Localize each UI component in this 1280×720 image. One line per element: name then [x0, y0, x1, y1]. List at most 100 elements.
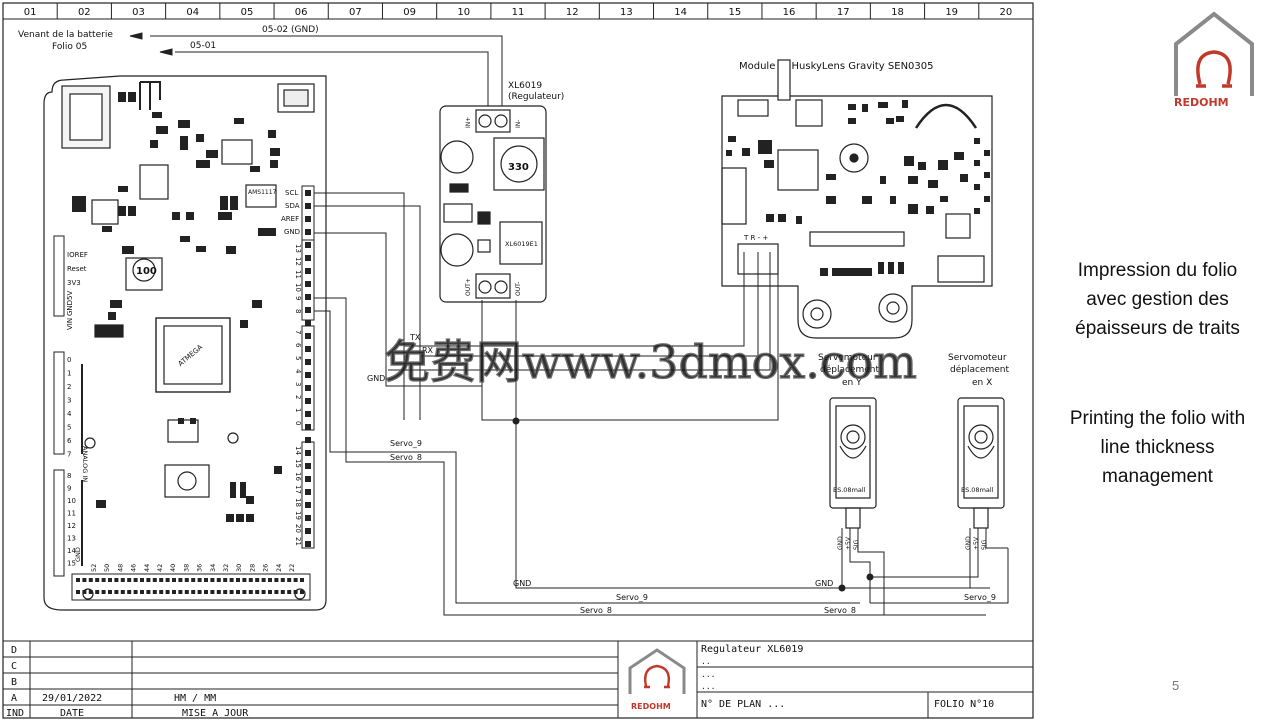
wire-label-01-in: 05-01: [190, 41, 216, 51]
column-label: 14: [674, 7, 687, 18]
column-label: 15: [728, 7, 741, 18]
col-ind: IND: [6, 708, 24, 719]
bottom-pin-label: 52: [90, 564, 98, 572]
column-label: 03: [132, 7, 145, 18]
comm-pin-label: 20: [294, 524, 302, 533]
servo-y-title-l2: déplacement: [820, 364, 879, 375]
digital-pin-label: 2: [294, 395, 302, 399]
analog-title: ANALOG IN: [81, 446, 89, 482]
rev-row-c: C: [11, 661, 17, 672]
power-label-gnd: GND: [66, 300, 74, 316]
servo-y-model: ES.08mall: [833, 486, 866, 494]
column-label: 20: [1000, 7, 1013, 18]
servo-y-pin-5v: +5V: [845, 536, 852, 550]
column-label: 09: [403, 7, 416, 18]
wire-label-servo8-bottom-right: Servo_8: [824, 606, 856, 615]
digital-pin-label: 7: [294, 330, 302, 334]
side-en-line1: Printing the folio with: [1069, 408, 1246, 429]
bottom-pin-label: 24: [275, 564, 283, 572]
regulator-ic-mark: XL6019E1: [505, 240, 538, 248]
rev-row-a: A: [11, 693, 17, 704]
servo-y-title-l3: en Y: [842, 378, 862, 388]
desc-line1: Regulateur XL6019: [701, 644, 803, 655]
regulator-inductor-mark: 330: [508, 162, 529, 173]
title-block-logo-text: REDOHM: [631, 702, 671, 711]
digital-pin-label: 4: [294, 369, 302, 374]
analog-pin-label: 7: [67, 451, 71, 459]
slide-number: 5: [1172, 678, 1180, 693]
wire-label-gnd-in: 05-02 (GND): [262, 25, 319, 35]
battery-wires: [129, 32, 503, 116]
plan-number: N° DE PLAN ...: [701, 699, 785, 710]
bottom-pin-label: 42: [156, 564, 164, 572]
column-label: 13: [620, 7, 633, 18]
col-update: MISE A JOUR: [182, 708, 249, 719]
comm-pin-label: 17: [294, 485, 302, 494]
comm-pin-label: 15: [294, 459, 302, 468]
bottom-pin-label: 36: [196, 564, 204, 572]
comm-pin-label: 21: [294, 537, 302, 546]
bottom-pin-label: 26: [262, 564, 270, 572]
huskylens-small-components: [726, 100, 990, 276]
analog-pin-label: 4: [67, 410, 72, 418]
arduino-mega-board: [43, 75, 327, 611]
analog-pin-label: 10: [67, 497, 76, 505]
arduino-inductor-mark: 100: [136, 266, 157, 277]
side-fr-line1: Impression du folio: [1077, 260, 1238, 281]
bottom-pin-label: 32: [222, 564, 230, 572]
side-en-line3: management: [1102, 466, 1213, 487]
rev-row-a-date: 29/01/2022: [42, 693, 102, 704]
analog-pin-label: 14: [67, 547, 76, 555]
comm-pin-label: 19: [294, 511, 302, 520]
power-label-vin: VIN: [66, 318, 74, 330]
wire-label-gnd-left: GND: [367, 374, 385, 383]
side-text-french: Impression du folio avec gestion des épa…: [1040, 256, 1275, 343]
sheet-frame: [2, 2, 1034, 719]
title-block-logo: REDOHM: [628, 648, 686, 711]
analog-pin-label: 11: [67, 510, 76, 518]
digital-pin-label: 13: [294, 244, 302, 253]
side-en-line2: line thickness: [1100, 437, 1215, 458]
servo-x-title-l3: en X: [972, 378, 992, 388]
digital-pin-label: 0: [294, 421, 302, 425]
side-fr-line3: épaisseurs de traits: [1075, 318, 1240, 339]
bottom-pin-label: 30: [235, 564, 243, 572]
column-label: 18: [891, 7, 904, 18]
wire-label-tx: TX: [409, 333, 421, 342]
rev-row-b: B: [11, 677, 17, 688]
column-label: 01: [24, 7, 37, 18]
power-label-ioref: IOREF: [67, 251, 88, 259]
column-label: 17: [837, 7, 850, 18]
huskylens-board: [721, 59, 993, 339]
bottom-pin-label: 50: [103, 564, 111, 572]
watermark: 免费网www.3dmox.com: [384, 335, 917, 389]
servo-x-model: ES.08mall: [961, 486, 994, 494]
col-date: DATE: [60, 708, 84, 719]
servo-y-pin-gnd: GND: [837, 536, 844, 550]
analog-pin-label: 13: [67, 535, 76, 543]
column-label: 11: [512, 7, 525, 18]
bottom-pin-label: 40: [169, 564, 177, 572]
bottom-gnd-label: GND: [74, 547, 82, 562]
column-label: 06: [295, 7, 308, 18]
arduino-left-headers: [53, 235, 83, 577]
regulator-out-plus: OUT+: [465, 278, 472, 296]
digital-pin-label: 1: [294, 408, 302, 412]
redohm-logo: REDOHM: [1174, 11, 1254, 109]
wire-label-servo8: Servo_8: [390, 453, 422, 462]
wire-label-rx: RX: [422, 346, 434, 355]
servo-x-pin-5v: +5V: [973, 536, 980, 550]
wire-label-servo9-bottom: Servo_9: [616, 593, 648, 602]
battery-label-line2: Folio 05: [52, 42, 87, 52]
servo-y-title-l1: Servomoteur: [818, 353, 877, 363]
column-label: 07: [349, 7, 362, 18]
regulator-in-plus: IN+: [465, 117, 472, 128]
analog-pin-label: 15: [67, 560, 76, 568]
husky-title: Module AI HuskyLens Gravity SEN0305: [739, 61, 934, 72]
bottom-pin-label: 38: [182, 564, 190, 572]
servo-y: Servomoteur déplacement en Y ES.08mall G…: [818, 353, 885, 615]
side-fr-line2: avec gestion des: [1086, 289, 1229, 310]
